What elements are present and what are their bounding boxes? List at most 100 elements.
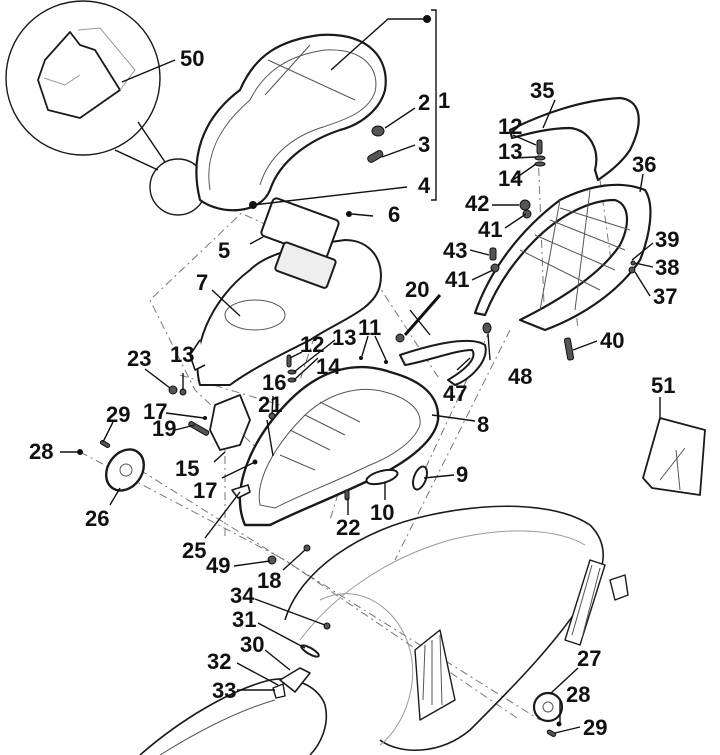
cap-10 (365, 468, 399, 486)
leader-47 (456, 357, 471, 371)
leader-11 (361, 335, 387, 361)
leader-19 (174, 424, 196, 431)
callout-34: 34 (230, 583, 255, 608)
nut-23 (168, 385, 178, 395)
side-cap-left (105, 448, 145, 492)
callout-14-rack: 14 (498, 166, 523, 191)
callout-labels: 50 1 2 3 4 5 6 7 8 9 10 11 12 13 14 12 1… (29, 46, 679, 740)
washer-41 (522, 209, 532, 219)
leader-48 (487, 333, 491, 361)
callout-48: 48 (508, 364, 532, 389)
screw-34 (323, 622, 331, 630)
assembly-line (394, 329, 511, 561)
storage-opening (274, 241, 337, 289)
side-cap-right (532, 691, 564, 723)
callout-30: 30 (240, 632, 264, 657)
bolt-40 (563, 337, 575, 361)
callout-2: 2 (418, 90, 430, 115)
rack-frame (473, 183, 652, 332)
body-bracket (609, 574, 629, 601)
callout-10: 10 (370, 500, 394, 525)
compartment-well (224, 299, 286, 331)
leader-38 (634, 262, 654, 268)
callout-13: 13 (332, 325, 356, 350)
side-cap-center (119, 463, 133, 477)
callout-4: 4 (418, 173, 431, 198)
assembly-line (139, 469, 541, 721)
leader-25 (204, 491, 241, 539)
nut-42 (519, 199, 531, 211)
callout-15: 15 (175, 456, 199, 481)
rear-seat-pad (508, 96, 640, 182)
fastener-6 (346, 211, 352, 217)
scooter-body (139, 505, 629, 755)
leader-37 (634, 271, 651, 297)
grille-slats (422, 634, 443, 706)
side-grille-left (414, 629, 456, 721)
leader-34 (254, 598, 326, 626)
leader-41b (471, 269, 494, 281)
washer-14 (534, 161, 546, 167)
callout-43: 43 (443, 238, 467, 263)
callout-39: 39 (655, 227, 679, 252)
callout-28a: 28 (29, 439, 53, 464)
leader-43 (469, 249, 490, 256)
latch-30 (279, 667, 311, 693)
callout-31: 31 (232, 607, 256, 632)
seat (195, 33, 387, 212)
leader-lines (60, 9, 661, 734)
strut-end (395, 333, 405, 343)
leader-15 (213, 451, 226, 463)
callout-29a: 29 (106, 402, 130, 427)
leader-26 (109, 487, 121, 506)
callout-8: 8 (477, 412, 489, 437)
callout-29b: 29 (583, 715, 607, 740)
side-cap-ring (105, 448, 145, 492)
callout-51: 51 (651, 373, 675, 398)
leader-27 (549, 667, 579, 695)
leader-7 (211, 289, 241, 317)
screw-18 (303, 544, 311, 552)
callout-12-rack: 12 (498, 114, 522, 139)
callout-9: 9 (456, 462, 468, 487)
leader-12-13-14 (289, 339, 336, 381)
callout-27: 27 (577, 646, 601, 671)
leader-6 (351, 213, 374, 217)
screw-29 (99, 440, 111, 448)
callout-37: 37 (653, 284, 677, 309)
side-cap-right-center (542, 701, 554, 713)
leader-17a (165, 412, 205, 419)
side-cap-right-ring (532, 691, 564, 723)
leader-41a (504, 213, 527, 229)
frame-inner (258, 388, 421, 509)
tool-bag-tools (659, 447, 686, 491)
callout-13-left: 13 (170, 342, 194, 367)
fastener-28b (556, 721, 562, 727)
seat-corner-detail (37, 31, 121, 119)
leader-35 (542, 99, 556, 129)
hinge-pin-19 (188, 421, 210, 436)
tool-bag (642, 417, 706, 496)
washer-13 (534, 155, 546, 161)
latch-part-32 (272, 683, 286, 699)
callout-40: 40 (600, 328, 624, 353)
strut-body (403, 294, 442, 336)
latch-cable (189, 339, 206, 371)
nut-37 (628, 266, 636, 274)
callout-21: 21 (258, 392, 282, 417)
callout-38: 38 (655, 255, 679, 280)
callout-17a: 17 (143, 399, 167, 424)
seat-stitching (264, 44, 356, 101)
callout-1: 1 (438, 88, 450, 113)
body-contour (299, 530, 586, 641)
seat-latch (231, 484, 251, 499)
leader-39 (631, 242, 654, 261)
washer-14b (287, 377, 297, 383)
callout-33: 33 (212, 678, 236, 703)
seat-piping (208, 49, 377, 191)
leader-23 (144, 368, 171, 389)
nut-49 (267, 555, 277, 565)
fastener-11a (359, 356, 363, 360)
callout-47: 47 (443, 381, 467, 406)
